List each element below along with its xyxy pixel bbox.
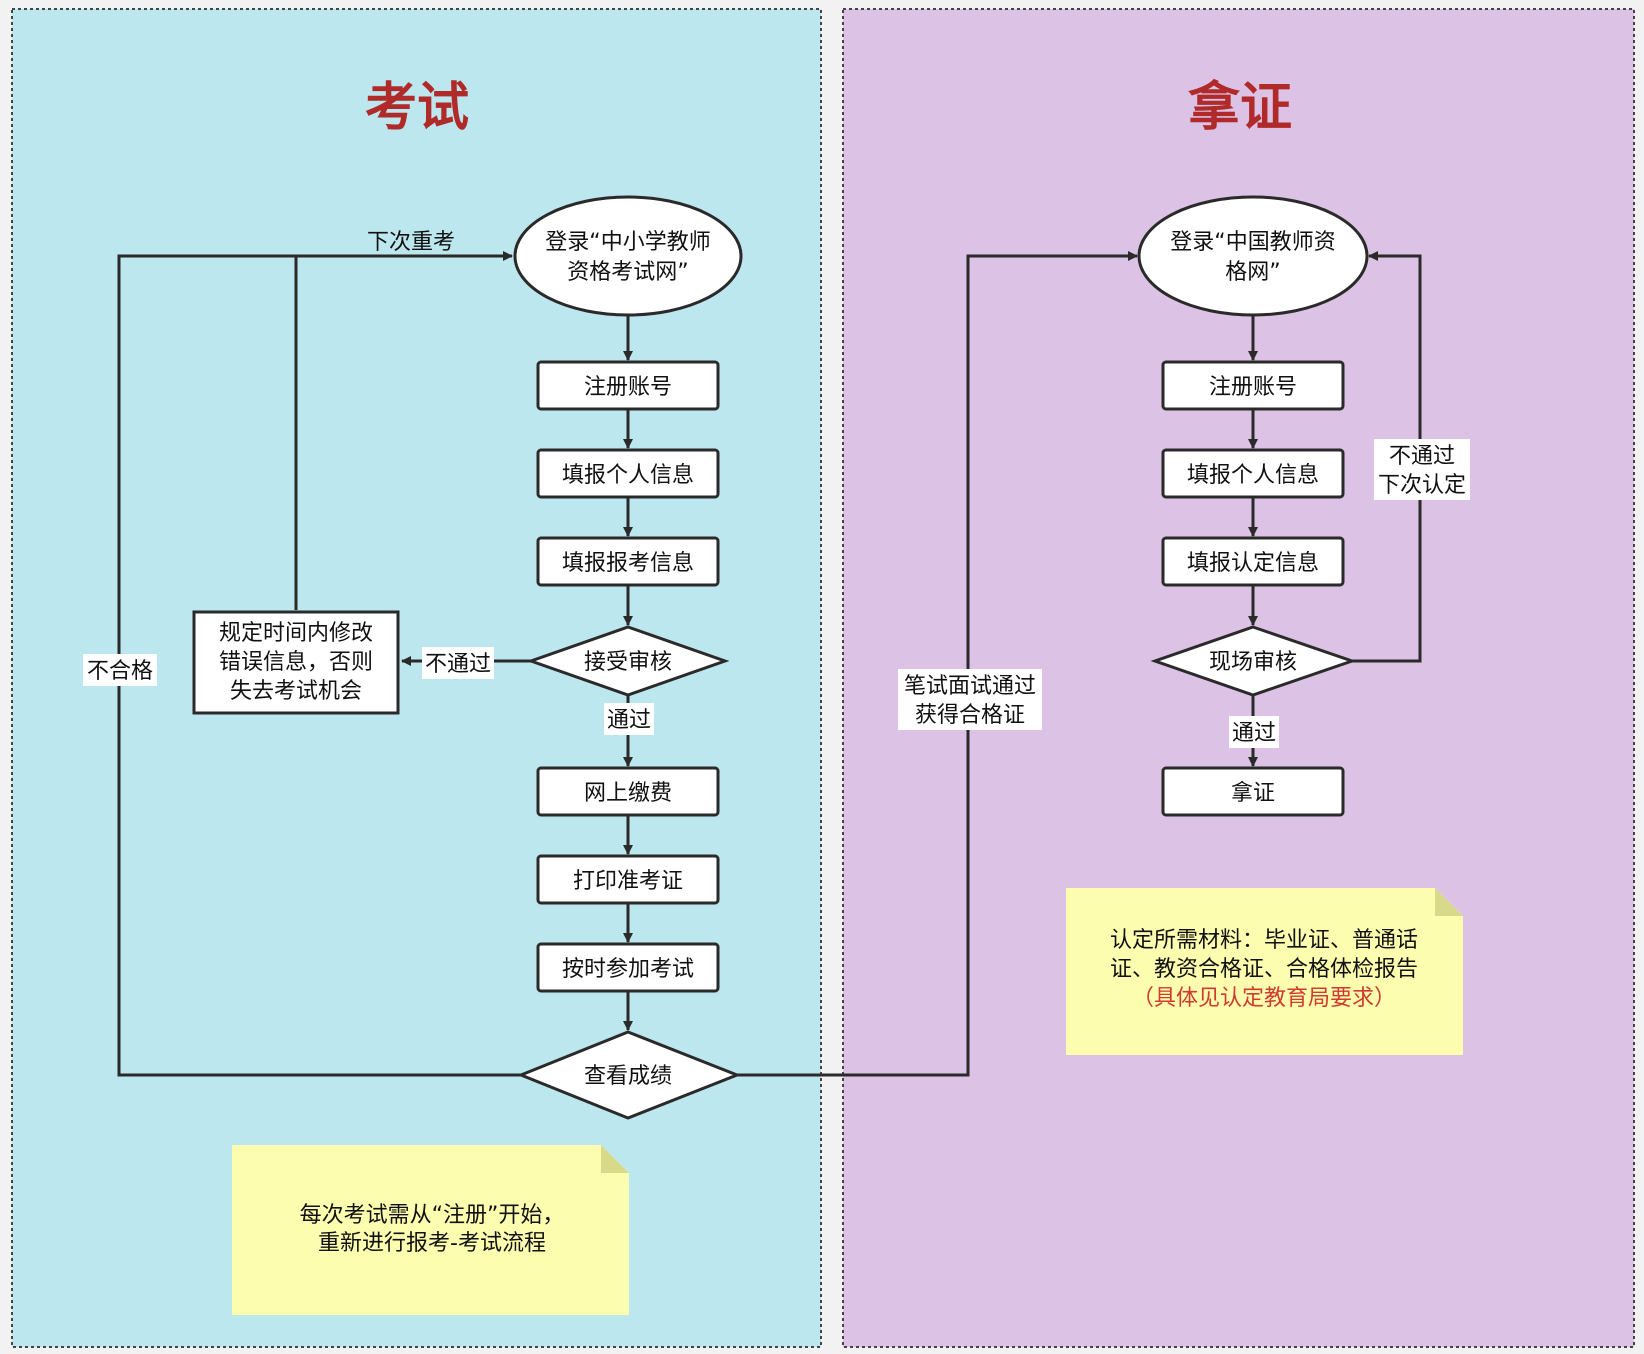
label-not-passed-bg — [422, 647, 494, 679]
exam-review-label: 接受审核 — [584, 650, 672, 675]
exam-fix-line3: 失去考试机会 — [230, 679, 362, 704]
label-not-passed-next-line2: 下次认定 — [1378, 473, 1466, 498]
cert-onsite-review-label: 现场审核 — [1209, 650, 1297, 675]
cert-get-cert-node[interactable]: 拿证 — [1161, 766, 1345, 817]
cert-register-node[interactable]: 注册账号 — [1161, 360, 1345, 411]
exam-register-node[interactable]: 注册账号 — [536, 360, 720, 411]
cert-start-line1: 登录“中国教师资 — [1170, 230, 1335, 255]
exam-note-line1: 每次考试需从“注册”开始， — [300, 1203, 565, 1228]
exam-title: 考试 — [365, 78, 469, 138]
cert-register-label: 注册账号 — [1209, 375, 1297, 400]
label-passed-bg — [604, 703, 654, 735]
cert-personal-info-node[interactable]: 填报个人信息 — [1161, 448, 1345, 499]
label-failed: 不合格 — [87, 659, 153, 684]
exam-note: 每次考试需从“注册”开始， 重新进行报考-考试流程 — [232, 1145, 629, 1315]
exam-results-label: 查看成绩 — [584, 1064, 672, 1089]
exam-start-line2: 资格考试网” — [567, 260, 688, 285]
cert-note: 认定所需材料：毕业证、普通话 证、教资合格证、合格体检报告 （具体见认定教育局要… — [1066, 888, 1463, 1055]
cert-get-cert-label: 拿证 — [1231, 780, 1275, 806]
label-not-passed: 不通过 — [425, 652, 491, 677]
cert-personal-info-label: 填报个人信息 — [1187, 463, 1319, 488]
label-retake: 下次重考 — [367, 230, 455, 255]
cert-note-line1: 认定所需材料：毕业证、普通话 — [1110, 928, 1418, 953]
exam-note-line2: 重新进行报考-考试流程 — [318, 1231, 546, 1256]
cert-info-node[interactable]: 填报认定信息 — [1161, 536, 1345, 587]
cert-title: 拿证 — [1188, 78, 1292, 138]
cert-note-line2: 证、教资合格证、合格体检报告 — [1110, 957, 1418, 982]
exam-pay-label: 网上缴费 — [584, 781, 672, 806]
exam-print-node[interactable]: 打印准考证 — [536, 854, 720, 905]
exam-print-label: 打印准考证 — [573, 869, 683, 894]
exam-info-node[interactable]: 填报报考信息 — [536, 536, 720, 587]
edge-results-certstart — [737, 251, 1138, 1077]
exam-fix-line1: 规定时间内修改 — [219, 621, 373, 646]
label-cert-passed-bg — [1229, 716, 1279, 748]
exam-personal-info-node[interactable]: 填报个人信息 — [536, 448, 720, 499]
exam-attend-node[interactable]: 按时参加考试 — [536, 942, 720, 993]
exam-results-node[interactable]: 查看成绩 — [516, 1030, 742, 1120]
cert-start-node[interactable]: 登录“中国教师资 格网” — [1137, 195, 1369, 317]
cert-start-line2: 格网” — [1225, 260, 1280, 285]
exam-pay-node[interactable]: 网上缴费 — [536, 766, 720, 817]
exam-review-node[interactable]: 接受审核 — [526, 625, 730, 697]
exam-register-label: 注册账号 — [584, 375, 672, 400]
label-failed-bg — [83, 654, 157, 686]
exam-personal-info-label: 填报个人信息 — [562, 463, 694, 488]
cert-onsite-review-node[interactable]: 现场审核 — [1150, 625, 1357, 697]
label-exam-passed-line1: 笔试面试通过 — [904, 674, 1036, 699]
label-not-passed-next-bg — [1374, 439, 1470, 500]
label-exam-passed-line2: 获得合格证 — [915, 703, 1025, 728]
cert-note-line3: （具体见认定教育局要求） — [1132, 986, 1396, 1011]
label-exam-passed-bg — [898, 669, 1042, 730]
exam-attend-label: 按时参加考试 — [562, 957, 694, 982]
exam-start-node[interactable]: 登录“中小学教师 资格考试网” — [513, 195, 743, 317]
label-not-passed-next-line1: 不通过 — [1389, 444, 1455, 469]
exam-start-line1: 登录“中小学教师 — [545, 230, 710, 255]
exam-fix-box[interactable]: 规定时间内修改 错误信息，否则 失去考试机会 — [192, 610, 400, 715]
label-cert-passed: 通过 — [1232, 721, 1276, 746]
exam-info-label: 填报报考信息 — [562, 551, 694, 576]
label-passed: 通过 — [607, 708, 651, 733]
exam-fix-line2: 错误信息，否则 — [219, 650, 373, 675]
cert-info-label: 填报认定信息 — [1187, 551, 1319, 576]
